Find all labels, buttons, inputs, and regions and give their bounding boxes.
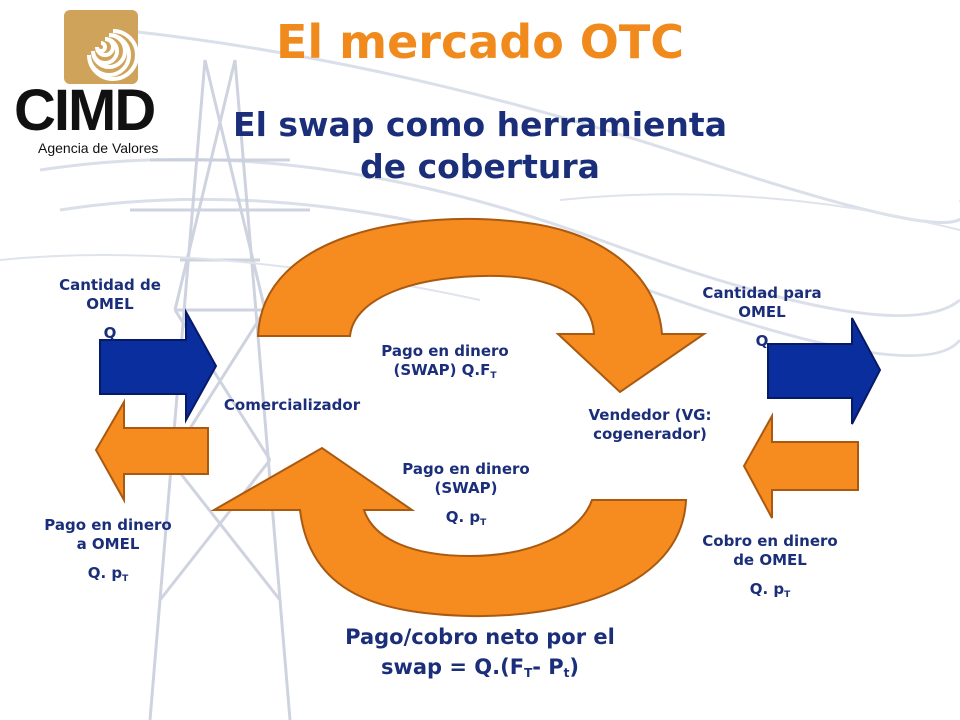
left-payment-arrow <box>94 398 209 504</box>
lower-payment-formula-text: Q. p <box>445 508 481 526</box>
right-top-quantity: Q <box>755 332 769 350</box>
right-party-line-1: Vendedor (VG: <box>588 406 712 424</box>
left-bottom-formula-text: Q. p <box>87 564 123 582</box>
left-bottom-label: Pago en dinero a OMEL Q. pT <box>28 516 188 589</box>
cimd-logo: CIMD Agencia de Valores <box>14 10 184 156</box>
upper-payment-formula: (SWAP) Q.F <box>393 361 491 379</box>
right-bottom-formula-text: Q. p <box>749 580 785 598</box>
right-bottom-subscript: T <box>784 590 791 600</box>
left-quantity-arrow <box>99 308 218 424</box>
upper-curved-arrow <box>256 217 708 394</box>
right-top-line-2: OMEL <box>738 303 786 321</box>
logo-tagline: Agencia de Valores <box>38 140 159 156</box>
left-bottom-line-2: a OMEL <box>76 535 140 553</box>
net-formula-end: ) <box>569 655 580 679</box>
right-bottom-line-1: Cobro en dinero <box>702 532 838 550</box>
left-top-line-2: OMEL <box>86 295 134 313</box>
net-formula-mid: - P <box>532 655 564 679</box>
upper-payment-label: Pago en dinero (SWAP) Q.FT <box>350 342 540 386</box>
lower-curved-arrow <box>210 446 688 618</box>
right-quantity-arrow <box>767 317 882 425</box>
lower-payment-label: Pago en dinero (SWAP) Q. pT <box>366 460 566 533</box>
spiral-logo-icon <box>64 10 138 84</box>
right-top-line-1: Cantidad para <box>702 284 822 302</box>
right-party-line-2: cogenerador) <box>593 425 707 443</box>
page-subtitle: El swap como herramienta de cobertura <box>150 104 810 188</box>
right-bottom-line-2: de OMEL <box>733 551 807 569</box>
net-settlement-label: Pago/cobro neto por el swap = Q.(FT- Pt) <box>250 622 710 688</box>
lower-payment-line-2: (SWAP) <box>434 479 498 497</box>
right-bottom-formula: Q. pT <box>680 580 860 605</box>
net-formula-start: swap = Q.(F <box>380 655 525 679</box>
left-bottom-formula: Q. pT <box>28 564 188 589</box>
page-title: El mercado OTC <box>275 15 685 69</box>
lower-payment-subscript: T <box>480 518 487 528</box>
left-bottom-subscript: T <box>122 574 129 584</box>
lower-payment-formula: Q. pT <box>366 508 566 533</box>
net-settlement-line-1: Pago/cobro neto por el <box>345 625 615 649</box>
right-bottom-label: Cobro en dinero de OMEL Q. pT <box>680 532 860 605</box>
upper-payment-subscript: T <box>490 371 497 381</box>
left-top-label: Cantidad de OMEL Q <box>20 276 200 343</box>
upper-payment-line-1: Pago en dinero <box>381 342 509 360</box>
left-top-quantity: Q <box>103 324 117 342</box>
left-bottom-line-1: Pago en dinero <box>44 516 172 534</box>
net-formula-sub-1: T <box>524 666 533 680</box>
right-party-label: Vendedor (VG: cogenerador) <box>560 406 740 444</box>
right-payment-arrow <box>742 412 859 519</box>
subtitle-line-1: El swap como herramienta <box>233 105 727 144</box>
lower-payment-line-1: Pago en dinero <box>402 460 530 478</box>
subtitle-line-2: de cobertura <box>360 147 600 186</box>
net-settlement-line-2: swap = Q.(FT- Pt) <box>250 652 710 688</box>
right-top-label: Cantidad para OMEL Q <box>672 284 852 351</box>
left-party-label: Comercializador <box>223 396 361 414</box>
logo-name: CIMD <box>14 78 156 143</box>
left-top-line-1: Cantidad de <box>59 276 161 294</box>
net-formula-sub-2: t <box>563 666 570 680</box>
upper-payment-line-2: (SWAP) Q.FT <box>350 361 540 386</box>
